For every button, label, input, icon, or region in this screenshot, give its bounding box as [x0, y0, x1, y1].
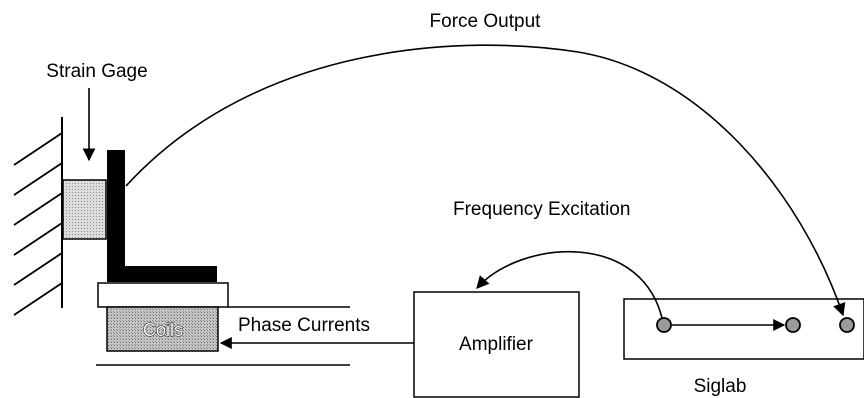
siglab-label: Siglab: [694, 376, 747, 397]
frequency-excitation-arrow: [476, 250, 663, 319]
coils-label: Coils: [143, 320, 183, 340]
coils-block: [106, 306, 219, 352]
force-output-label: Force Output: [430, 11, 542, 32]
amplifier-box: [413, 291, 580, 398]
phase-currents-label: Phase Currents: [238, 315, 370, 336]
force-output-arrow: [125, 44, 846, 317]
amplifier-label: Amplifier: [459, 334, 534, 355]
fixed-wall: [13, 117, 63, 316]
siglab-terminal-output: [656, 317, 672, 333]
frequency-excitation-label: Frequency Excitation: [453, 199, 630, 220]
l-bracket: [107, 150, 217, 282]
strain-gage-block: [62, 179, 107, 240]
platform-plate: [97, 282, 229, 308]
siglab-terminal-input: [839, 317, 855, 333]
siglab-terminal-middle: [785, 317, 801, 333]
strain-gage-label: Strain Gage: [46, 61, 147, 82]
